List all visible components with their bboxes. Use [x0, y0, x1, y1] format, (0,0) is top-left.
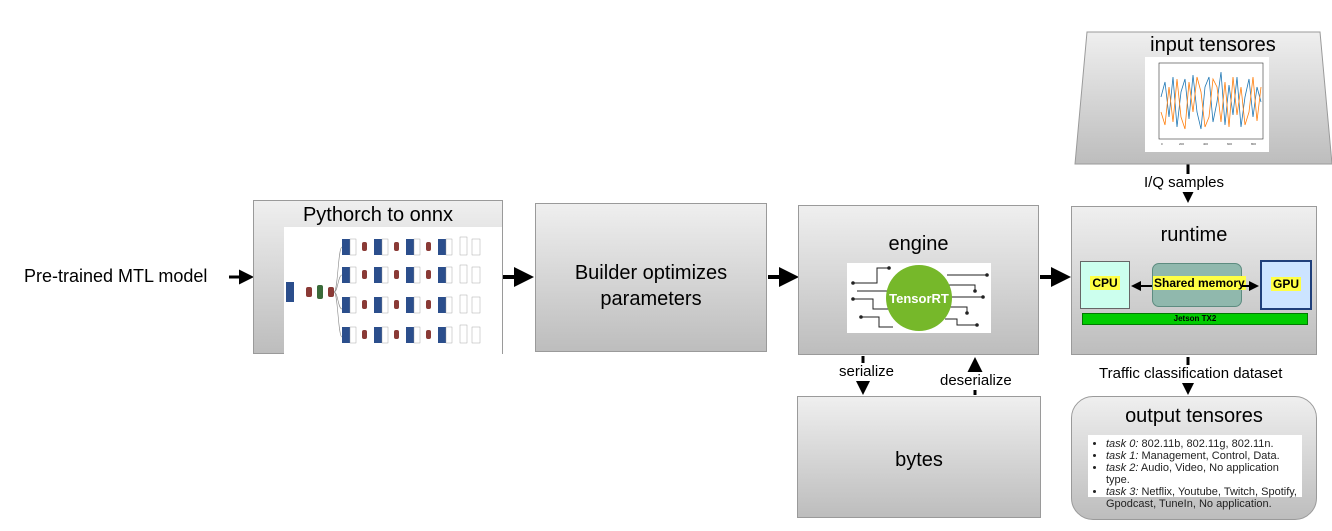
- task-item: task 0: 802.11b, 802.11g, 802.11n.: [1106, 438, 1298, 450]
- shared-memory-block: Shared memory: [1152, 263, 1246, 307]
- input-model-label: Pre-trained MTL model: [24, 266, 208, 286]
- tensorrt-logo: TensorRT: [847, 263, 991, 333]
- shared-memory-label: Shared memory: [1153, 276, 1246, 290]
- svg-text:400: 400: [1203, 142, 1208, 146]
- task-item: task 2: Audio, Video, No application typ…: [1106, 462, 1298, 486]
- engine-box-title: engine: [888, 233, 949, 255]
- gpu-label: GPU: [1270, 277, 1301, 291]
- cpu-label: CPU: [1090, 276, 1120, 290]
- output-tensors-title: output tensores: [1125, 405, 1263, 427]
- svg-text:800: 800: [1251, 142, 1256, 146]
- svg-text:0: 0: [1161, 142, 1163, 146]
- cpu-block: CPU: [1080, 261, 1130, 309]
- serialize-label: serialize: [836, 363, 898, 381]
- builder-box-line1: Builder optimizes: [574, 262, 728, 284]
- onnx-graph-image: [284, 227, 502, 355]
- tensorrt-circle: [886, 265, 952, 331]
- tensorrt-logo-text: TensorRT: [889, 291, 949, 306]
- engine-box: engine TensorRT: [798, 205, 1039, 355]
- iq-samples-label: I/Q samples: [1141, 174, 1228, 192]
- builder-box: Builder optimizes parameters: [535, 203, 767, 352]
- runtime-arrows: [1131, 281, 1259, 291]
- svg-text:200: 200: [1179, 142, 1184, 146]
- jetson-tx2-bar: Jetson TX2: [1082, 313, 1308, 325]
- jetson-tx2-label: Jetson TX2: [1173, 314, 1217, 323]
- bytes-box-title: bytes: [895, 449, 943, 471]
- task-item: task 1: Management, Control, Data.: [1106, 450, 1298, 462]
- runtime-box: runtime CPU Shared memory GPU Jetson TX2: [1071, 206, 1317, 355]
- builder-box-line2: parameters: [600, 288, 702, 310]
- deserialize-label: deserialize: [937, 372, 1015, 390]
- output-task-list: task 0: 802.11b, 802.11g, 802.11n. task …: [1088, 435, 1302, 510]
- runtime-box-title: runtime: [1160, 224, 1228, 246]
- bytes-box: bytes: [797, 396, 1041, 518]
- output-tensors-box: output tensores task 0: 802.11b, 802.11g…: [1071, 396, 1317, 520]
- iq-signal-plot: 0 200 400 600 800: [1145, 57, 1269, 152]
- pytorch-box-title: Pythorch to onnx: [302, 204, 454, 226]
- gpu-block: GPU: [1260, 260, 1312, 310]
- svg-text:600: 600: [1227, 142, 1232, 146]
- traffic-dataset-label: Traffic classification dataset: [1096, 365, 1286, 383]
- task-item: task 3: Netflix, Youtube, Twitch, Spotif…: [1106, 486, 1298, 510]
- pytorch-to-onnx-box: Pythorch to onnx: [253, 200, 503, 355]
- input-tensors-title: input tensores: [1150, 34, 1276, 56]
